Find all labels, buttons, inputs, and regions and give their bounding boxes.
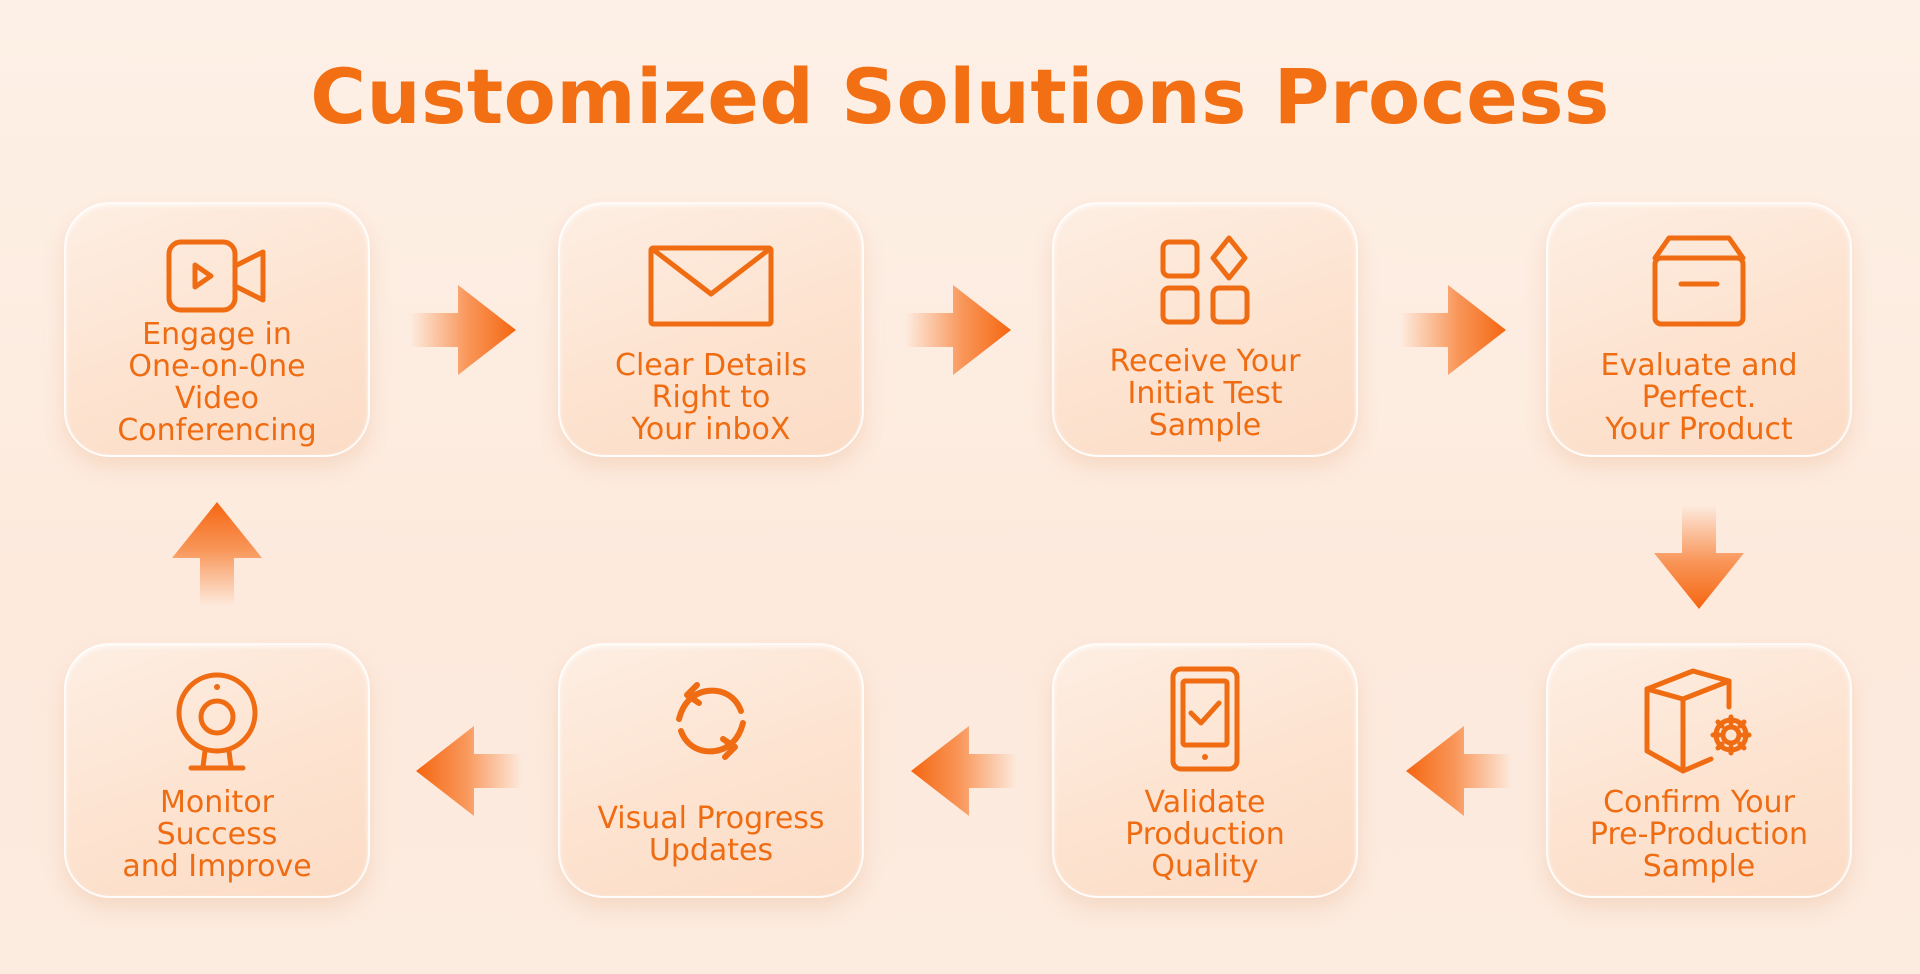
arrow-left-icon (911, 726, 1017, 816)
step-label: Evaluate and Perfect. Your Product (1600, 348, 1798, 447)
arrow-right-icon (1400, 285, 1506, 375)
step-card-evaluate: Evaluate and Perfect. Your Product (1546, 202, 1852, 457)
step-label: Clear Details Right to Your inboX (615, 348, 807, 447)
step-label: Monitor Success and Improve (122, 785, 312, 884)
app-grid-icon (1157, 234, 1253, 330)
step-card-pre-production: Confirm Your Pre-Production Sample (1546, 643, 1852, 898)
arrow-left-icon (416, 726, 522, 816)
video-camera-icon (165, 238, 269, 314)
step-label: Visual Progress Updates (597, 801, 825, 868)
arrow-right-icon (410, 285, 516, 375)
step-label: Engage in One-on-0ne Video Conferencing (117, 317, 317, 448)
step-card-test-sample: Receive Your Initiat Test Sample (1052, 202, 1358, 457)
arrow-down-icon (1654, 505, 1744, 609)
step-label: Validate Production Quality (1125, 785, 1285, 884)
box-gear-icon (1641, 667, 1757, 775)
step-card-validate-quality: Validate Production Quality (1052, 643, 1358, 898)
diagram-title: Customized Solutions Process (310, 52, 1610, 141)
arrow-right-icon (905, 285, 1011, 375)
step-card-progress-updates: Visual Progress Updates (558, 643, 864, 898)
step-label: Confirm Your Pre-Production Sample (1589, 785, 1809, 884)
step-label: Receive Your Initiat Test Sample (1109, 344, 1301, 443)
envelope-icon (647, 244, 775, 328)
step-card-monitor-success: Monitor Success and Improve (64, 643, 370, 898)
arrow-up-icon (172, 502, 262, 606)
box-icon (1651, 234, 1747, 330)
refresh-cycle-icon (663, 673, 759, 769)
step-card-clear-details: Clear Details Right to Your inboX (558, 202, 864, 457)
phone-check-icon (1169, 665, 1241, 773)
arrow-left-icon (1406, 726, 1512, 816)
webcam-icon (169, 671, 265, 773)
step-card-video-conferencing: Engage in One-on-0ne Video Conferencing (64, 202, 370, 457)
